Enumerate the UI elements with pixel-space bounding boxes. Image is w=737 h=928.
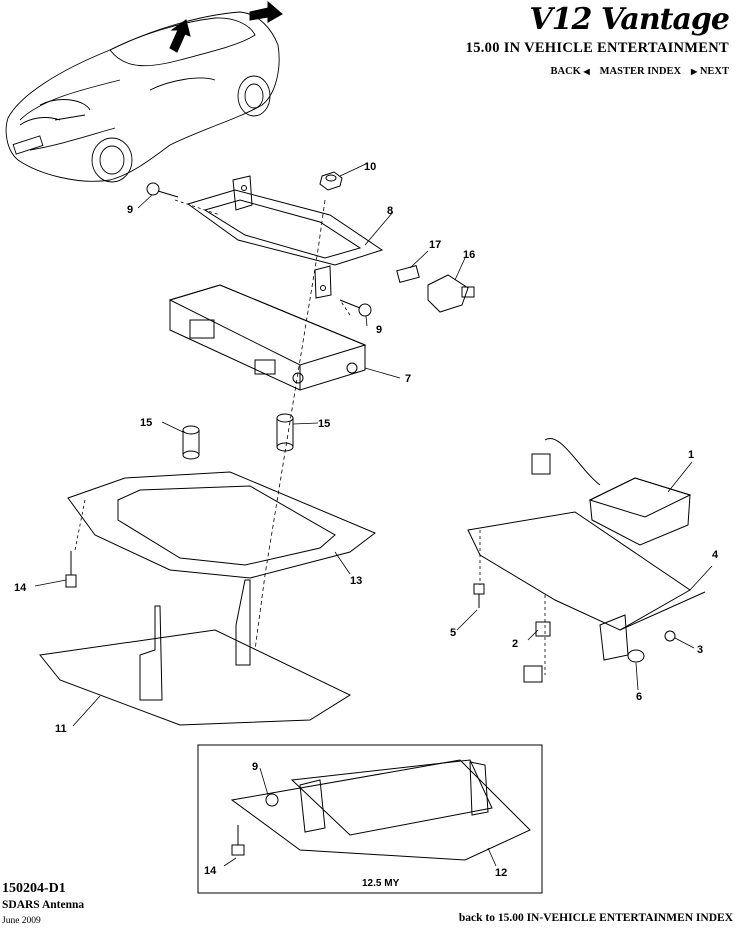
part-bolt-9-inset xyxy=(265,793,279,807)
part-clip-2 xyxy=(535,621,551,637)
vehicle-illustration xyxy=(5,11,280,183)
callout-3: 3 xyxy=(697,644,703,656)
callout-13: 13 xyxy=(350,575,362,587)
part-17 xyxy=(396,265,420,283)
callout-6: 6 xyxy=(636,691,642,703)
callout-15: 15 xyxy=(318,418,330,430)
document-title: SDARS Antenna xyxy=(2,899,85,911)
part-16 xyxy=(427,274,475,313)
triangle-right-icon: ▶ xyxy=(691,67,698,76)
callout-17: 17 xyxy=(429,239,441,251)
inset-caption: 12.5 MY xyxy=(362,878,400,889)
part-screw-14-inset xyxy=(231,825,245,856)
document-date: June 2009 xyxy=(2,916,41,926)
master-index-link[interactable]: MASTER INDEX xyxy=(599,66,682,77)
part-bolt-9-mid xyxy=(339,299,372,317)
callout-8: 8 xyxy=(387,205,393,217)
arrow-indicator xyxy=(169,19,191,53)
callout-12: 12 xyxy=(495,867,507,879)
back-link[interactable]: BACK ◀ xyxy=(550,66,590,77)
brand-logo: V12 Vantage xyxy=(529,2,730,37)
callout-7: 7 xyxy=(405,373,411,385)
arrow-indicator xyxy=(249,0,283,23)
document-number: 150204-D1 xyxy=(2,881,66,896)
callout-11: 11 xyxy=(55,723,67,735)
navigation-bar: BACK ◀ MASTER INDEX ▶ NEXT xyxy=(551,66,729,77)
callout-2: 2 xyxy=(512,638,518,650)
part-nut-10 xyxy=(319,171,343,191)
callout-10: 10 xyxy=(364,161,376,173)
callout-14: 14 xyxy=(14,582,27,594)
part-grommet-6 xyxy=(627,649,645,663)
inset-box-12-5-my xyxy=(197,744,543,894)
callout-15: 15 xyxy=(140,417,152,429)
callout-9: 9 xyxy=(127,204,133,216)
callout-16: 16 xyxy=(463,249,475,261)
back-to-index-link[interactable]: back to 15.00 IN-VEHICLE ENTERTAINMEN IN… xyxy=(458,912,733,924)
part-gasket-13 xyxy=(67,471,376,579)
part-spacer-15 xyxy=(182,413,294,460)
part-antenna-1 xyxy=(531,437,692,546)
callout-9: 9 xyxy=(252,761,258,773)
callout-1: 1 xyxy=(688,449,694,461)
callout-4: 4 xyxy=(712,549,719,561)
callout-9: 9 xyxy=(376,324,382,336)
next-link[interactable]: ▶ NEXT xyxy=(691,66,729,77)
part-screw-14 xyxy=(65,551,77,588)
callout-5: 5 xyxy=(450,627,456,639)
part-bracket-4 xyxy=(467,511,706,661)
section-title: 15.00 IN VEHICLE ENTERTAINMENT xyxy=(465,40,729,56)
part-module-7 xyxy=(168,284,367,391)
part-plate-11 xyxy=(39,579,352,726)
triangle-left-icon: ◀ xyxy=(583,67,590,76)
part-screw-5 xyxy=(473,583,485,608)
leader-lines xyxy=(34,162,713,867)
part-plate-12 xyxy=(230,759,531,861)
part-clip-2b xyxy=(523,665,543,683)
part-bracket-8 xyxy=(186,175,384,299)
part-bolt-9-top xyxy=(146,182,179,198)
part-nut-3 xyxy=(664,630,676,642)
callout-14: 14 xyxy=(204,865,217,877)
